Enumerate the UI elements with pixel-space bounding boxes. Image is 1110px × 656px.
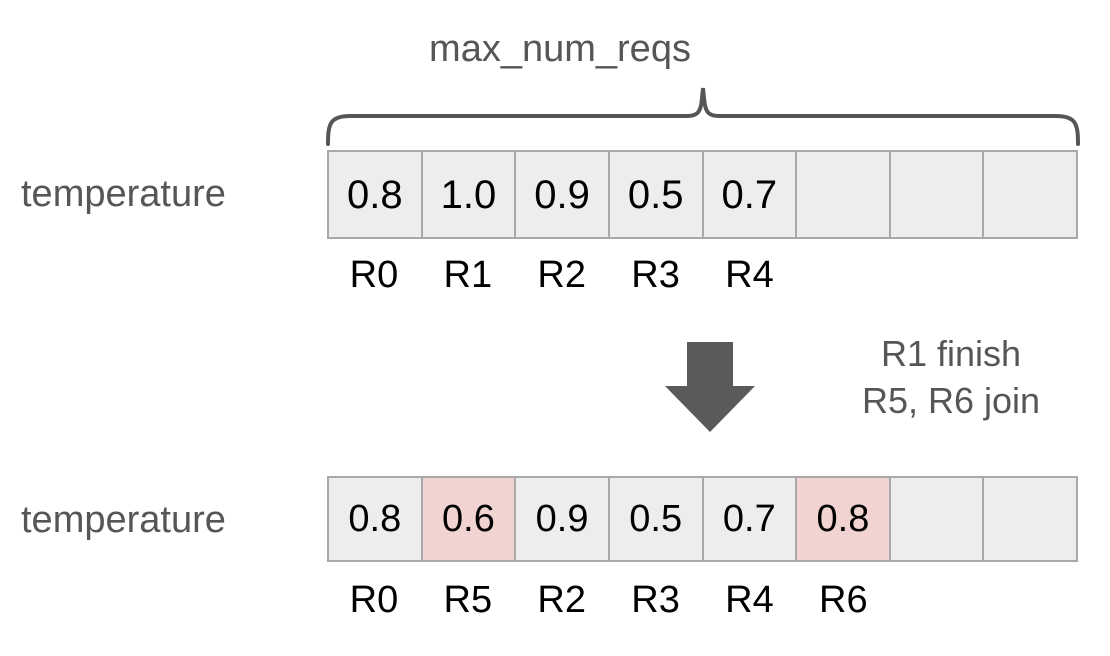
request-id-label-blank bbox=[890, 253, 984, 297]
request-id-label: R2 bbox=[537, 254, 586, 296]
table-cell[interactable]: 0.5 bbox=[609, 152, 704, 237]
table-cell[interactable]: 0.8 bbox=[329, 478, 423, 560]
table-cell[interactable]: 0.5 bbox=[609, 478, 704, 560]
request-id-label-blank bbox=[984, 253, 1078, 297]
temperature-table-after: 0.8 0.6 0.9 0.5 0.7 0.8 bbox=[327, 476, 1078, 562]
table-cell[interactable]: 0.8 bbox=[329, 152, 423, 237]
table-cell[interactable]: 1.0 bbox=[422, 152, 517, 237]
brace-title-text: max_num_reqs bbox=[429, 28, 691, 70]
request-id-label: R2 bbox=[537, 579, 586, 621]
table-cell-empty[interactable] bbox=[797, 152, 891, 237]
request-id-label: R0 bbox=[349, 579, 399, 621]
request-id-label: R5 bbox=[443, 579, 493, 621]
table-cell-empty[interactable] bbox=[890, 152, 985, 237]
capacity-brace bbox=[320, 80, 1086, 146]
transition-note-line1: R1 finish bbox=[880, 333, 1022, 374]
temperature-table-before: 0.8 1.0 0.9 0.5 0.7 bbox=[327, 150, 1078, 239]
request-id-label: R6 bbox=[819, 579, 868, 621]
request-id-label: R0 bbox=[349, 254, 399, 296]
row-label-temperature-1: temperature bbox=[21, 173, 226, 215]
table-cell-highlighted[interactable]: 0.6 bbox=[422, 478, 517, 560]
table-cell[interactable]: 0.9 bbox=[516, 152, 610, 237]
request-id-label: R1 bbox=[443, 254, 493, 296]
request-id-label: R4 bbox=[725, 579, 774, 621]
request-id-label-blank bbox=[890, 578, 984, 622]
transition-note: R1 finish R5, R6 join bbox=[820, 330, 1082, 424]
table-cell-empty[interactable] bbox=[984, 152, 1076, 237]
request-id-row-after: R0 R5 R2 R3 R4 R6 bbox=[327, 578, 1078, 622]
request-id-label: R3 bbox=[631, 579, 680, 621]
brace-title: max_num_reqs bbox=[0, 26, 1110, 72]
table-cell-highlighted[interactable]: 0.8 bbox=[797, 478, 891, 560]
row-label-temperature-2: temperature bbox=[21, 499, 226, 541]
table-cell-empty[interactable] bbox=[984, 478, 1076, 560]
table-cell[interactable]: 0.7 bbox=[703, 152, 798, 237]
table-cell-empty[interactable] bbox=[890, 478, 985, 560]
request-id-label-blank bbox=[796, 253, 890, 297]
request-id-label-blank bbox=[984, 578, 1078, 622]
table-cell[interactable]: 0.7 bbox=[703, 478, 798, 560]
table-cell[interactable]: 0.9 bbox=[516, 478, 610, 560]
request-id-label: R4 bbox=[725, 254, 774, 296]
request-id-label: R3 bbox=[631, 254, 680, 296]
transition-note-line2: R5, R6 join bbox=[861, 380, 1041, 421]
request-id-row-before: R0 R1 R2 R3 R4 bbox=[327, 253, 1078, 297]
down-arrow-icon bbox=[663, 342, 757, 434]
